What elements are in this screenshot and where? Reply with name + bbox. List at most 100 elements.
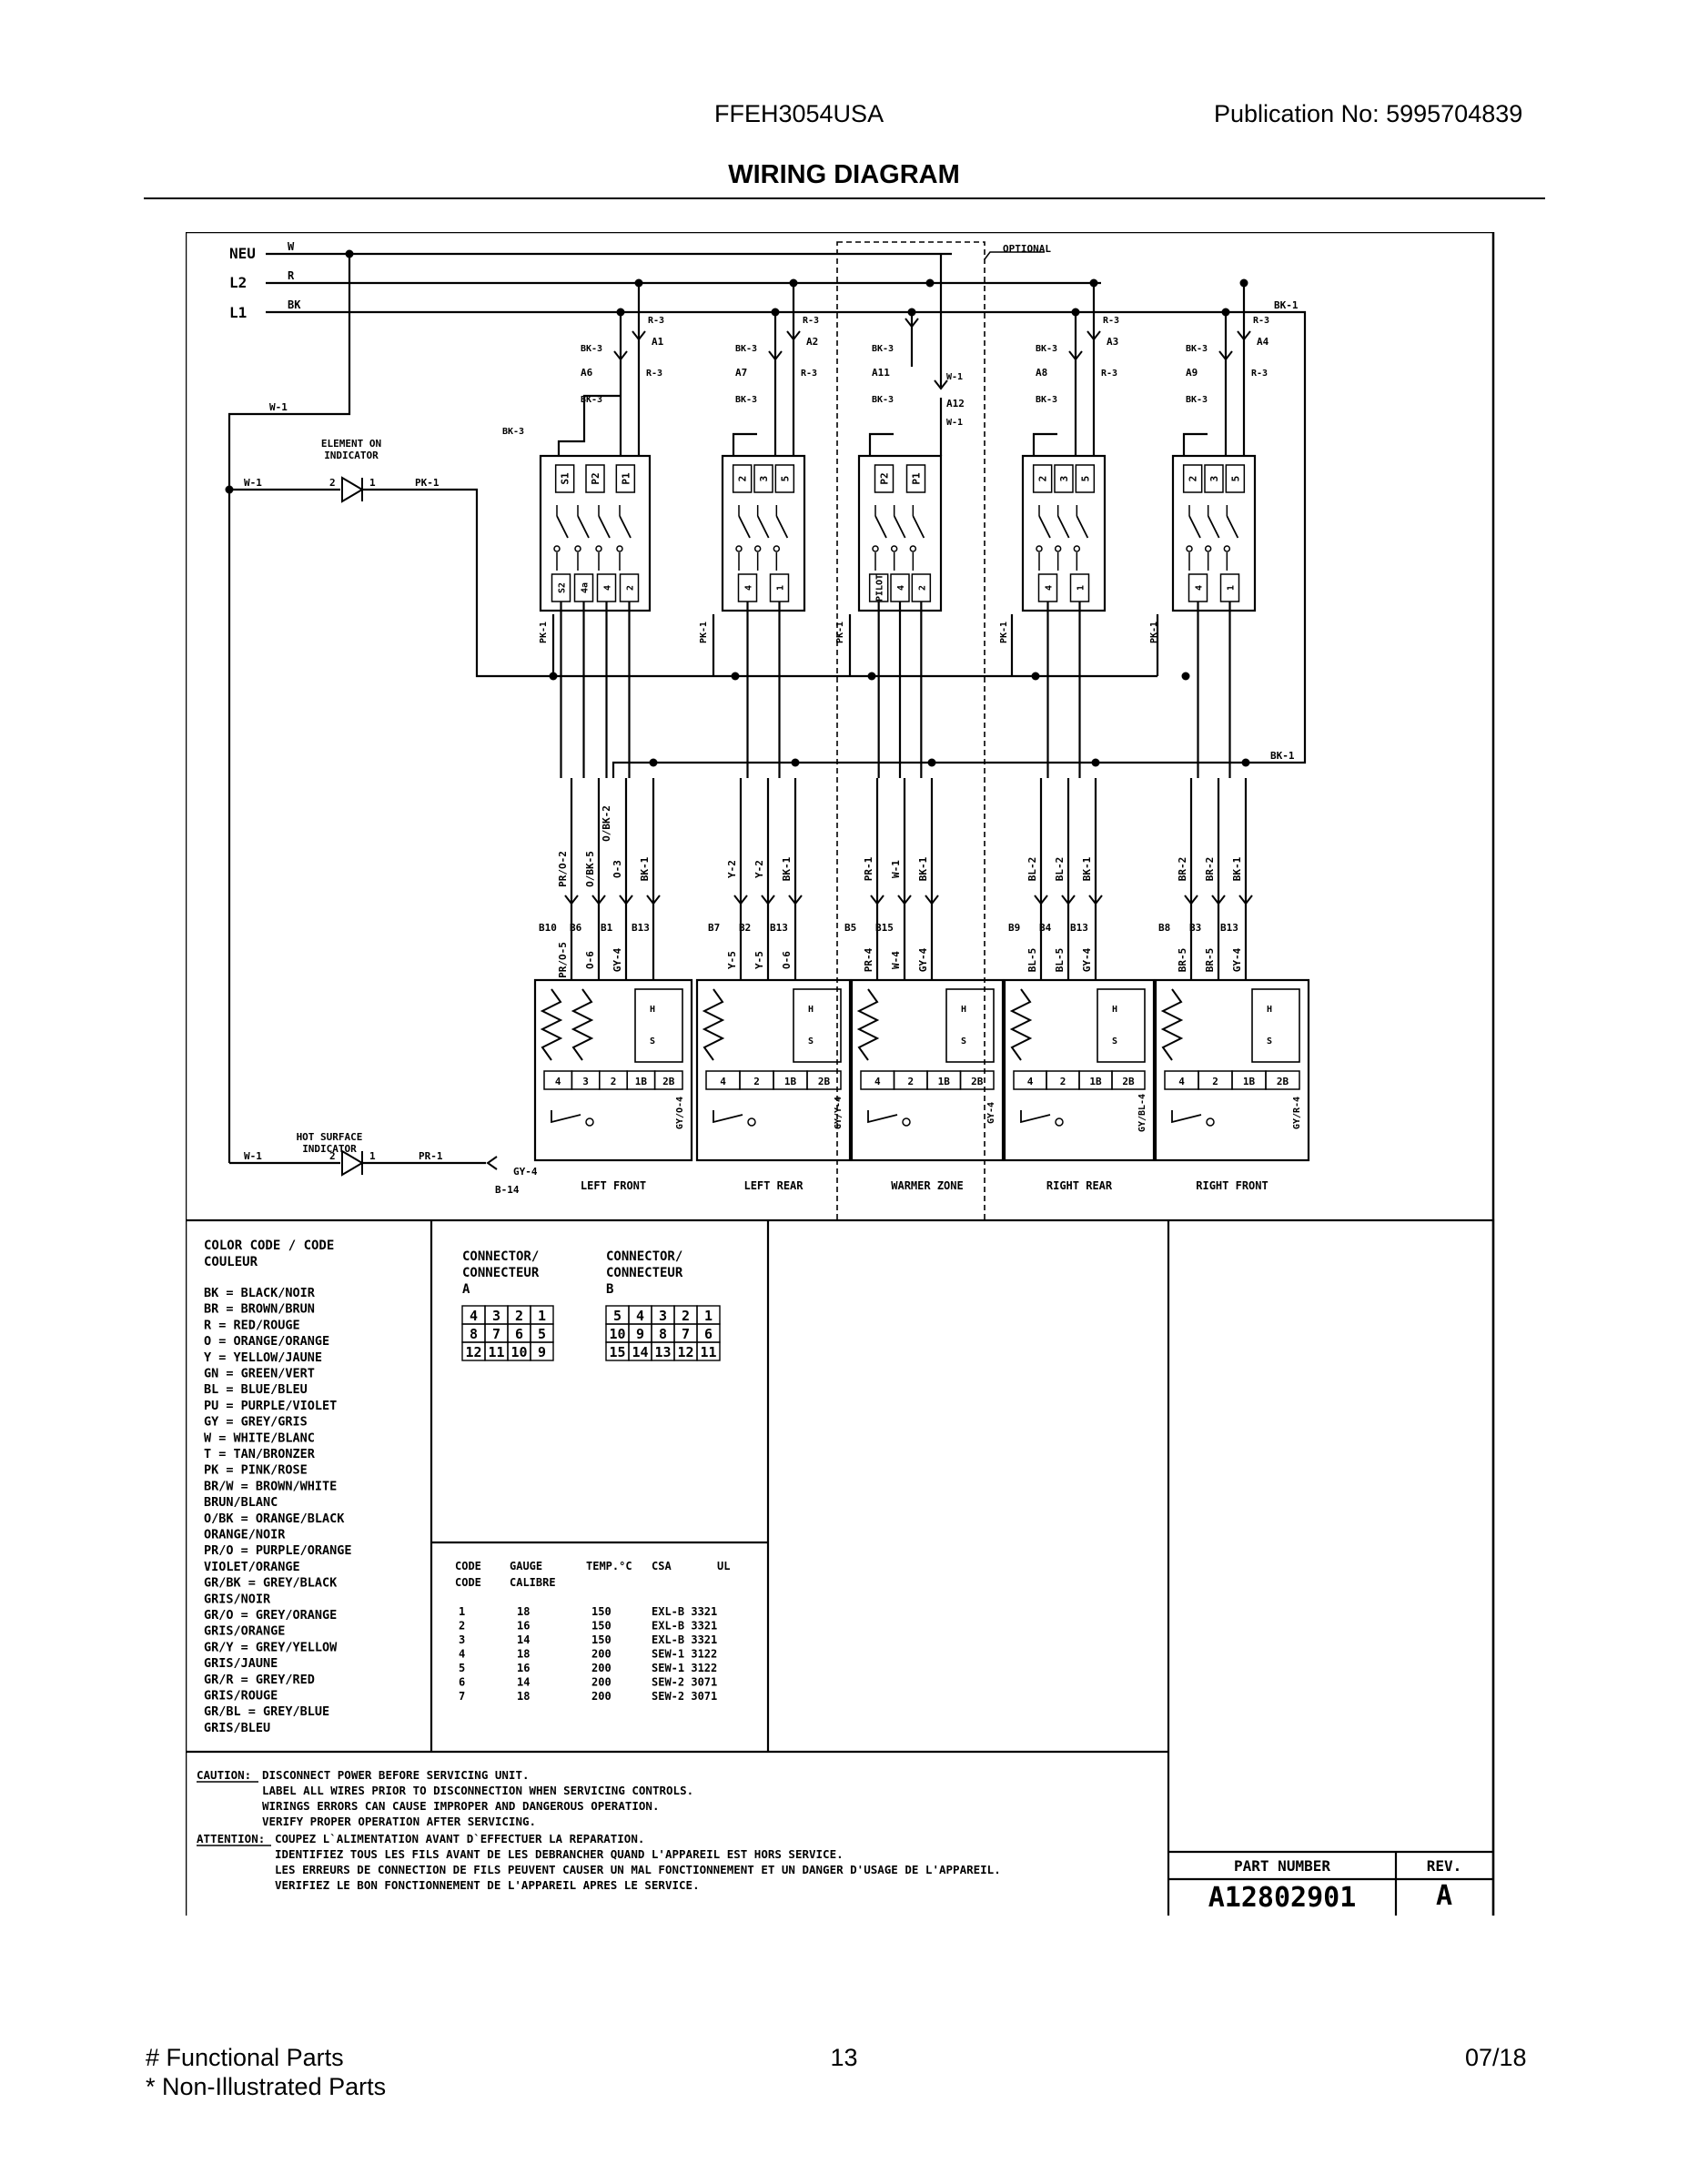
element-terminal [653,1070,683,1090]
element-terminal-label: 1B [784,1076,797,1087]
element-terminal-label: 2B [662,1076,675,1087]
harness-wire-label: BR-5 [1204,948,1216,973]
color-code-entry: PR/O = PURPLE/ORANGE [204,1543,352,1558]
pk1-junction [1031,672,1040,681]
contact-point [595,545,602,552]
switch-box [1171,454,1257,612]
connector-a-pin: 5 [538,1326,546,1342]
gauge-table-cell: 18 [517,1605,530,1618]
element-terminal-label: 2B [1122,1076,1135,1087]
color-code-entry: O/BK = ORANGE/BLACK [204,1512,345,1526]
harness-wire-label: BR-2 [1177,857,1188,882]
connector-a-cell [530,1341,554,1361]
harness-wire-label: BL-2 [1054,857,1066,882]
caution-line: DISCONNECT POWER BEFORE SERVICING UNIT. [262,1768,530,1782]
connector-b-pin: B15 [875,922,894,934]
switch-terminal [874,464,895,493]
caution-label: CAUTION: [197,1768,251,1782]
pk1-junction [1181,672,1190,681]
connector-b-pin: 9 [636,1326,644,1342]
color-code-entry: BRUN/BLANC [204,1495,278,1510]
connector-b-arrow [564,895,579,905]
gauge-table-cell: 2 [459,1620,465,1633]
contact-blade [893,515,906,539]
hot-surface-switch [1251,988,1300,1063]
switch-terminal-label: 4 [896,585,906,591]
harness-wire-label: O-6 [781,951,793,969]
connector-b-pin: B13 [770,922,788,934]
indicator-switch [713,1110,743,1124]
harness-wire-label: BK-1 [1231,856,1243,881]
contact-point [1204,545,1212,552]
harness-wire-label: O/BK-2 [601,805,612,842]
switch-terminal-label: S2 [558,582,568,593]
contact-point [1054,545,1062,552]
part-number-label: PART NUMBER [1234,1857,1330,1875]
connector-a-arrow [632,330,646,341]
switch-terminal-label: P2 [590,472,601,484]
rev-value: A [1436,1880,1452,1912]
connector-a-label: A6 [581,367,593,379]
switch-terminal [1075,464,1096,493]
connector-a-pin: 7 [492,1326,500,1342]
contact-blade [756,515,770,539]
color-code-entry: BL = BLUE/BLEU [204,1382,308,1397]
switch-h-label: H [961,1005,966,1015]
switch-terminal [732,464,753,493]
bk3-label: BK-3 [1186,344,1208,354]
attention-line: IDENTIFIEZ TOUS LES FILS AVANT DE LES DE… [275,1847,844,1861]
gauge-table-header: UL [717,1560,730,1572]
caution-line: VERIFY PROPER OPERATION AFTER SERVICING. [262,1815,536,1828]
element-side-wire-label: GY/BL-4 [1137,1094,1147,1132]
connector-b-arrow [733,895,748,905]
gauge-table-header: CODE [455,1576,481,1589]
color-code-entry: W = WHITE/BLANC [204,1431,315,1445]
color-code-entry: GRIS/NOIR [204,1592,271,1606]
switch-s-label: S [1267,1036,1272,1046]
indicator-switch [1171,1110,1202,1124]
connector-b-arrow [1238,895,1253,905]
surface-element-box [533,978,693,1162]
indicator-switch [1020,1110,1051,1124]
harness-wire-label: PR/O-2 [557,851,569,887]
feed-loop [1032,432,1057,456]
element-terminal-label: 4 [555,1076,561,1087]
connector-b-title: CONNECTOR/ [606,1249,682,1264]
switch-terminal-label: 1 [1076,585,1087,591]
color-code-entry: GRIS/ROUGE [204,1689,278,1704]
gy4-label: GY-4 [513,1166,538,1178]
connector-a-pin: 1 [538,1308,546,1324]
heating-element-coil [856,988,880,1061]
connector-a-arrow [905,318,919,329]
connector-b-arrow [870,895,884,905]
title-rule [144,197,1545,199]
connector-a-title: CONNECTEUR [462,1266,540,1280]
connector-b-arrow [925,895,939,905]
connector-a-arrow [613,350,628,361]
connector-a-label: A7 [735,367,747,379]
pin-label: 1 [369,477,376,489]
gauge-table-cell: 14 [517,1633,530,1646]
gauge-table-cell: 200 [591,1662,612,1674]
surface-element-box [850,978,1005,1162]
switch-terminal-label: P2 [879,472,891,484]
switch-box [1021,454,1107,612]
pk1-label: PK-1 [999,622,1009,643]
supply-l2-label: L2 [229,274,247,291]
feed-loop [1182,432,1208,456]
connector-a-pin: 4 [470,1308,478,1324]
connector-b-pin: 10 [609,1326,625,1342]
bk3-label: BK-3 [872,344,894,354]
element-terminal-label: 2 [907,1076,914,1087]
connector-a-arrow [934,379,948,390]
connector-b-pin: 7 [682,1326,690,1342]
contact-point [872,545,879,552]
part-number: A12802901 [1208,1882,1357,1914]
pk1-label: PK-1 [415,477,440,489]
bk1-junction [927,758,936,767]
harness-wire-label: PR/O-5 [557,942,569,978]
bk1-label: BK-1 [1274,299,1299,311]
hot-surface-switch [1097,988,1146,1063]
element-terminal-label: 4 [720,1076,726,1087]
w1-label: W-1 [946,418,963,428]
